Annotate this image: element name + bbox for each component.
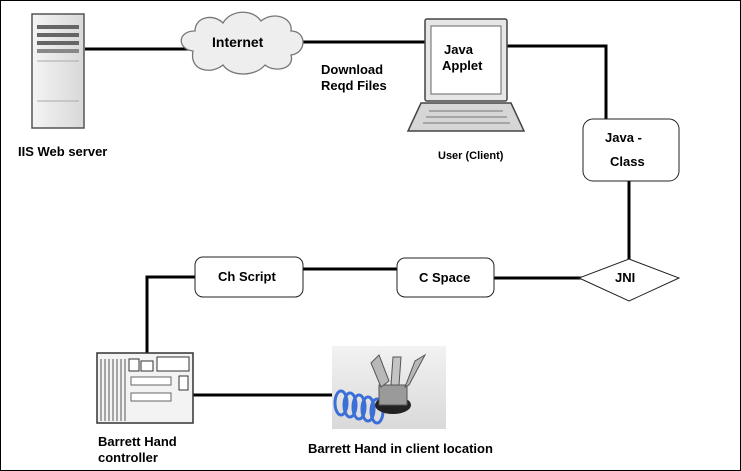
c-space-box bbox=[396, 257, 495, 298]
jni-label: JNI bbox=[615, 270, 636, 285]
applet-label-line2: Applet bbox=[442, 58, 483, 73]
circuit-board-icon bbox=[96, 352, 194, 424]
link-chscript-controller bbox=[145, 275, 195, 369]
download-label-line1: Download bbox=[321, 62, 384, 77]
applet-label-line1: Java bbox=[444, 42, 473, 57]
controller-label-line2: controller bbox=[98, 450, 158, 465]
jni-diamond bbox=[577, 258, 681, 302]
connection-lines bbox=[85, 40, 631, 397]
java-class-label-line2: Class bbox=[610, 154, 645, 169]
ch-script-box bbox=[194, 256, 304, 298]
c-space-label: C Space bbox=[419, 270, 471, 285]
controller-label-line1: Barrett Hand bbox=[98, 434, 177, 449]
laptop-icon bbox=[406, 18, 526, 132]
java-class-box bbox=[582, 118, 680, 182]
web-server-label: IIS Web server bbox=[18, 144, 108, 159]
link-applet-javaclass bbox=[498, 44, 608, 119]
cloud-icon bbox=[180, 11, 304, 75]
java-class-label-line1: Java - bbox=[605, 130, 642, 145]
server-tower-icon bbox=[31, 13, 85, 129]
internet-label: Internet bbox=[212, 34, 264, 50]
robot-hand-photo bbox=[332, 346, 446, 429]
user-client-label: User (Client) bbox=[438, 150, 504, 162]
barrett-hand-label: Barrett Hand in client location bbox=[308, 441, 493, 456]
download-label-line2: Reqd Files bbox=[321, 78, 387, 93]
ch-script-label: Ch Script bbox=[218, 269, 276, 284]
